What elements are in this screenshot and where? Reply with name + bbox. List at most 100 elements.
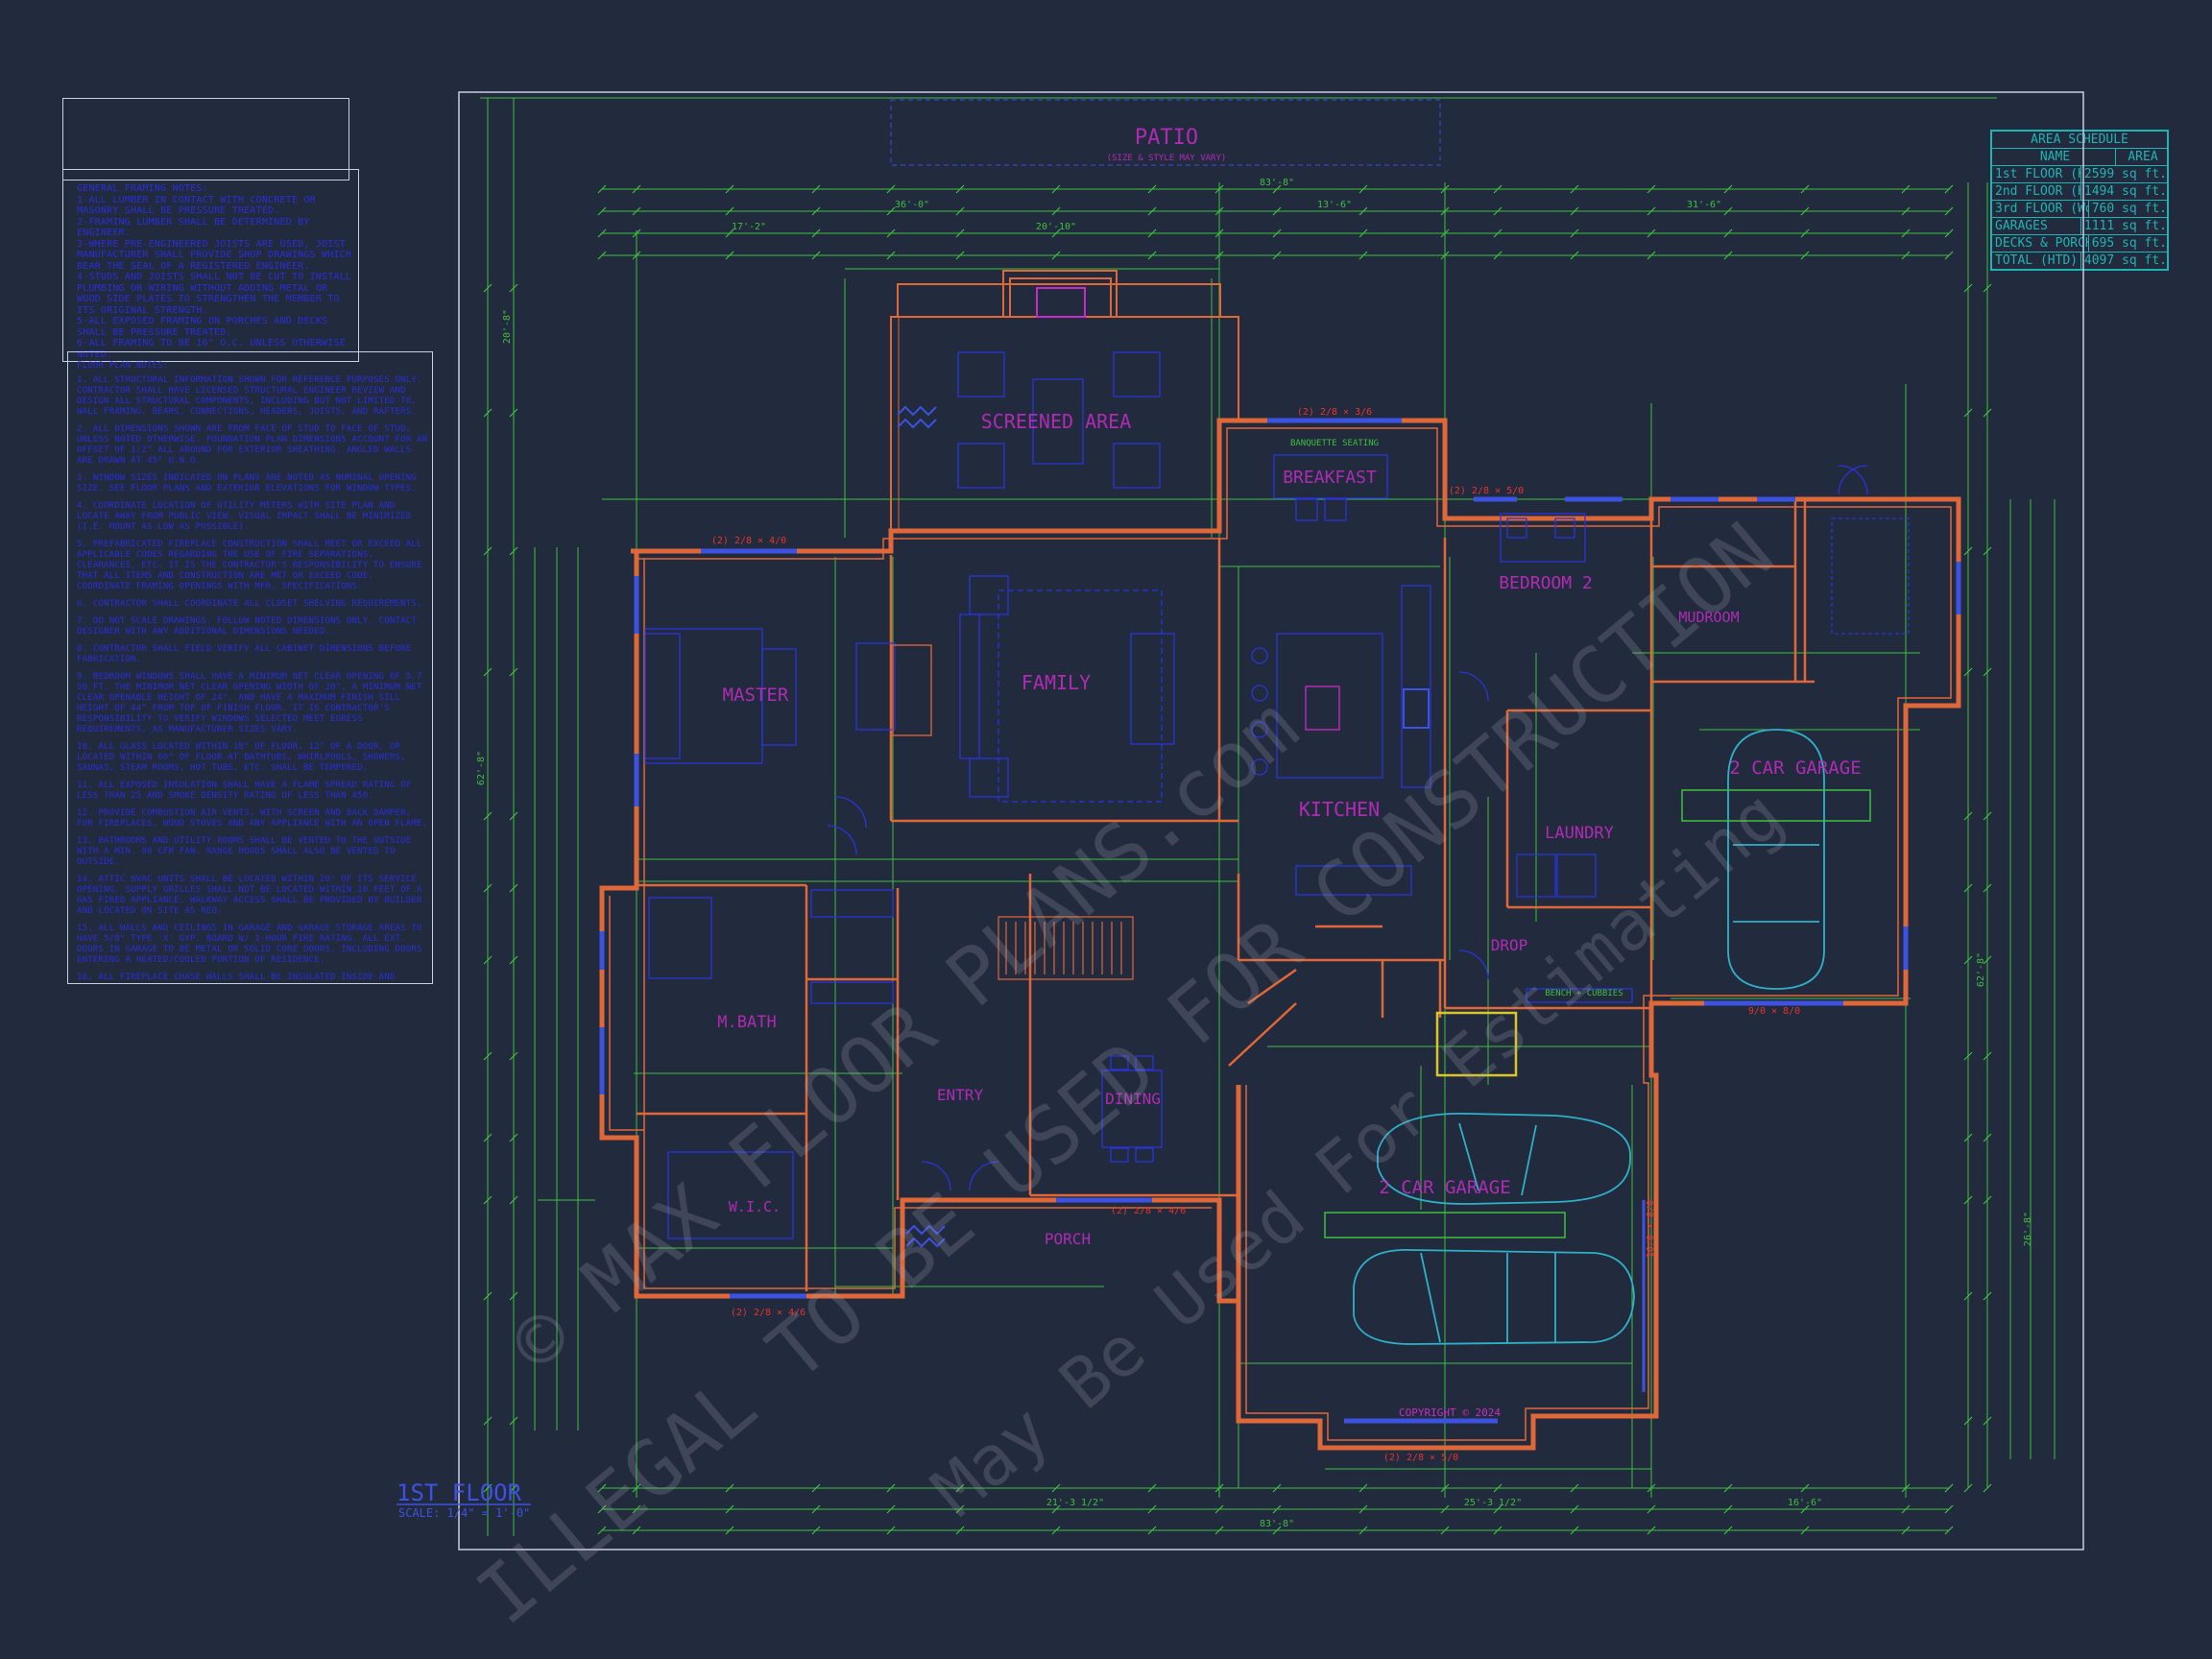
- area-schedule-row: DECKS & PORCHES695 sq ft.: [1992, 234, 2167, 252]
- framing-note-line: 4-STUDS AND JOISTS SHALL NOT BE CUT TO I…: [77, 272, 352, 316]
- dim-top-b: 13'-6": [1317, 200, 1352, 210]
- entry-label: ENTRY: [937, 1086, 984, 1104]
- area-name-cell: 1st FLOOR (HTD): [1992, 166, 2081, 182]
- plan-note-line: 1. ALL STRUCTURAL INFORMATION SHOWN FOR …: [77, 375, 422, 417]
- plan-note-line: 2. ALL DIMENSIONS SHOWN ARE FROM FACE OF…: [77, 424, 428, 466]
- plan-note-line: 12. PROVIDE COMBUSTION AIR VENTS, WITH S…: [77, 808, 428, 829]
- mudroom-label: MUDROOM: [1678, 609, 1739, 626]
- floor-plan-notes-heading: FLOOR PLAN NOTES:: [77, 361, 169, 371]
- exterior-walls-inner: [609, 427, 1952, 1441]
- plan-note-line: 13. BATHROOMS AND UTILITY ROOMS SHALL BE…: [77, 836, 412, 867]
- banquette-label: BANQUETTE SEATING: [1290, 439, 1379, 448]
- sheet-title: 1ST FLOOR: [397, 1479, 522, 1506]
- plan-note-line: 9. BEDROOM WINDOWS SHALL HAVE A MINIMUM …: [77, 672, 422, 734]
- window-tag-5: (2) 2/8 × 5/0: [1383, 1453, 1458, 1463]
- floor-plan-notes-box: FLOOR PLAN NOTES: 1. ALL STRUCTURAL INFO…: [67, 351, 433, 984]
- dim-top-c: 31'-6": [1687, 200, 1721, 210]
- plan-note-line: 5. PREFABRICATED FIREPLACE CONSTRUCTION …: [77, 540, 422, 591]
- plan-note-line: 7. DO NOT SCALE DRAWINGS. FOLLOW NOTED D…: [77, 616, 417, 637]
- area-value-cell: 695 sq ft.: [2091, 236, 2167, 251]
- window-tag-1: (2) 2/8 × 4/0: [711, 536, 786, 546]
- plan-note-line: 6. CONTRACTOR SHALL COORDINATE ALL CLOSE…: [77, 599, 422, 609]
- area-value-cell: 1494 sq ft.: [2083, 184, 2167, 199]
- area-name-cell: 3rd FLOOR (Work Up): [1992, 201, 2089, 217]
- dimension-ticks: [483, 184, 1992, 1535]
- plan-note-line: 8. CONTRACTOR SHALL FIELD VERIFY ALL CAB…: [77, 644, 412, 664]
- window-tag-8: (2) 2/8 × 4/6: [731, 1308, 805, 1318]
- window-tag-2: (2) 2/8 × 3/6: [1297, 407, 1372, 418]
- patio-outline: [890, 99, 1441, 166]
- porch-label: PORCH: [1045, 1230, 1091, 1248]
- dim-bot-c: 16'-6": [1788, 1498, 1822, 1508]
- furniture: [644, 351, 1910, 1239]
- garage-bottom-label: 2 CAR GARAGE: [1379, 1177, 1510, 1198]
- area-schedule-row: 1st FLOOR (HTD)2599 sq ft.: [1992, 165, 2167, 182]
- area-name-cell: GARAGES: [1992, 218, 2081, 234]
- dim-top-a: 36'-0": [895, 200, 929, 210]
- sheet-scale: SCALE: 1/4" = 1'-0": [398, 1506, 530, 1520]
- dim-right-a: 62'-8": [1976, 952, 1986, 987]
- stair: [998, 916, 1134, 980]
- window-tag-7: 16/0 × 8/0: [1646, 1200, 1656, 1258]
- copyright-label: COPYRIGHT © 2024: [1399, 1407, 1501, 1419]
- plan-note-line: 14. ATTIC HVAC UNITS SHALL BE LOCATED WI…: [77, 875, 422, 916]
- fireplace: [1009, 277, 1112, 318]
- sheet-border: [458, 91, 2084, 1551]
- cars: [1353, 729, 1825, 1345]
- drop-label: DROP: [1491, 936, 1528, 954]
- framing-note-line: 7-LEVELS AND TAPS TO BE SIZED BY OTHERS.…: [77, 360, 352, 361]
- plan-note-line: 4. COORDINATE LOCATION OF UTILITY METERS…: [77, 501, 412, 532]
- blank-title-box: [62, 98, 349, 180]
- hatch: [897, 405, 946, 1248]
- framing-note-line: 1-ALL LUMBER IN CONTACT WITH CONCRETE OR…: [77, 194, 316, 217]
- patio-note-label: (SIZE & STYLE MAY VARY): [1107, 154, 1227, 163]
- area-schedule-title: AREA SCHEDULE: [2031, 132, 2128, 147]
- plan-note-line: 11. ALL EXPOSED INSULATION SHALL HAVE A …: [77, 781, 412, 801]
- framing-note-line: 3-WHERE PRE-ENGINEERED JOISTS ARE USED, …: [77, 238, 352, 272]
- dimension-lines: [480, 97, 2056, 1536]
- screened-area-label: SCREENED AREA: [981, 410, 1132, 433]
- master-label: MASTER: [723, 685, 789, 706]
- plan-note-line: 16. ALL FIREPLACE CHASE WALLS SHALL BE I…: [77, 973, 396, 982]
- plan-note-line: 3. WINDOW SIZES INDICATED ON PLANS ARE N…: [77, 473, 417, 493]
- dim-bot-a: 21'-3 1/2": [1046, 1498, 1104, 1508]
- dim-top-d: 20'-10": [1036, 222, 1076, 232]
- area-schedule-row: 2nd FLOOR (HTD)1494 sq ft.: [1992, 182, 2167, 200]
- framing-note-line: 6-ALL FRAMING TO BE 16" O.C. UNLESS OTHE…: [77, 338, 346, 360]
- area-schedule-row: TOTAL (HTD)4097 sq ft.: [1992, 252, 2167, 269]
- framing-notes-box: GENERAL FRAMING NOTES: 1-ALL LUMBER IN C…: [62, 169, 359, 362]
- breakfast-label: BREAKFAST: [1283, 468, 1377, 488]
- bench-label: BENCH + CUBBIES: [1545, 989, 1623, 998]
- note-boxes: [1324, 789, 1871, 1238]
- family-label: FAMILY: [1022, 671, 1091, 694]
- bath-label: M.BATH: [717, 1013, 776, 1032]
- floor-plan-notes-list: 1. ALL STRUCTURAL INFORMATION SHOWN FOR …: [77, 375, 428, 983]
- framing-notes-heading: GENERAL FRAMING NOTES:: [77, 183, 208, 194]
- kitchen-label: KITCHEN: [1299, 798, 1380, 821]
- framing-note-line: 2-FRAMING LUMBER SHALL BE DETERMINED BY …: [77, 216, 310, 239]
- dim-bot-b: 25'-3 1/2": [1464, 1498, 1522, 1508]
- dim-top-e: 17'-2": [732, 222, 766, 232]
- interior-walls: [637, 499, 1815, 1291]
- watermark-2: ILLEGAL TO BE USED FOR CONSTRUCTION: [461, 506, 1791, 1642]
- dim-left-a: 62'-8": [476, 751, 487, 785]
- windows: [599, 418, 1961, 1424]
- window-tag-4: (2) 2/8 × 4/6: [1111, 1206, 1186, 1216]
- bedroom-label: BEDROOM 2: [1499, 573, 1593, 593]
- framing-notes-list: 1-ALL LUMBER IN CONTACT WITH CONCRETE OR…: [77, 194, 352, 362]
- area-schedule-row: 3rd FLOOR (Work Up)760 sq ft.: [1992, 200, 2167, 217]
- dim-overall-top: 83'-8": [1260, 178, 1294, 188]
- area-schedule-header: NAME AREA: [1992, 148, 2167, 165]
- area-value-cell: 4097 sq ft.: [2083, 253, 2167, 268]
- area-name-cell: 2nd FLOOR (HTD): [1992, 183, 2081, 200]
- area-name-cell: TOTAL (HTD): [1992, 252, 2081, 269]
- patio-label: PATIO: [1135, 126, 1198, 150]
- window-tag-6: 9/0 × 8/0: [1748, 1006, 1800, 1017]
- window-tag-3: (2) 2/8 × 5/0: [1449, 486, 1524, 496]
- screened-area-walls: [890, 270, 1239, 531]
- area-value-cell: 2599 sq ft.: [2083, 167, 2167, 181]
- dining-label: DINING: [1105, 1090, 1161, 1108]
